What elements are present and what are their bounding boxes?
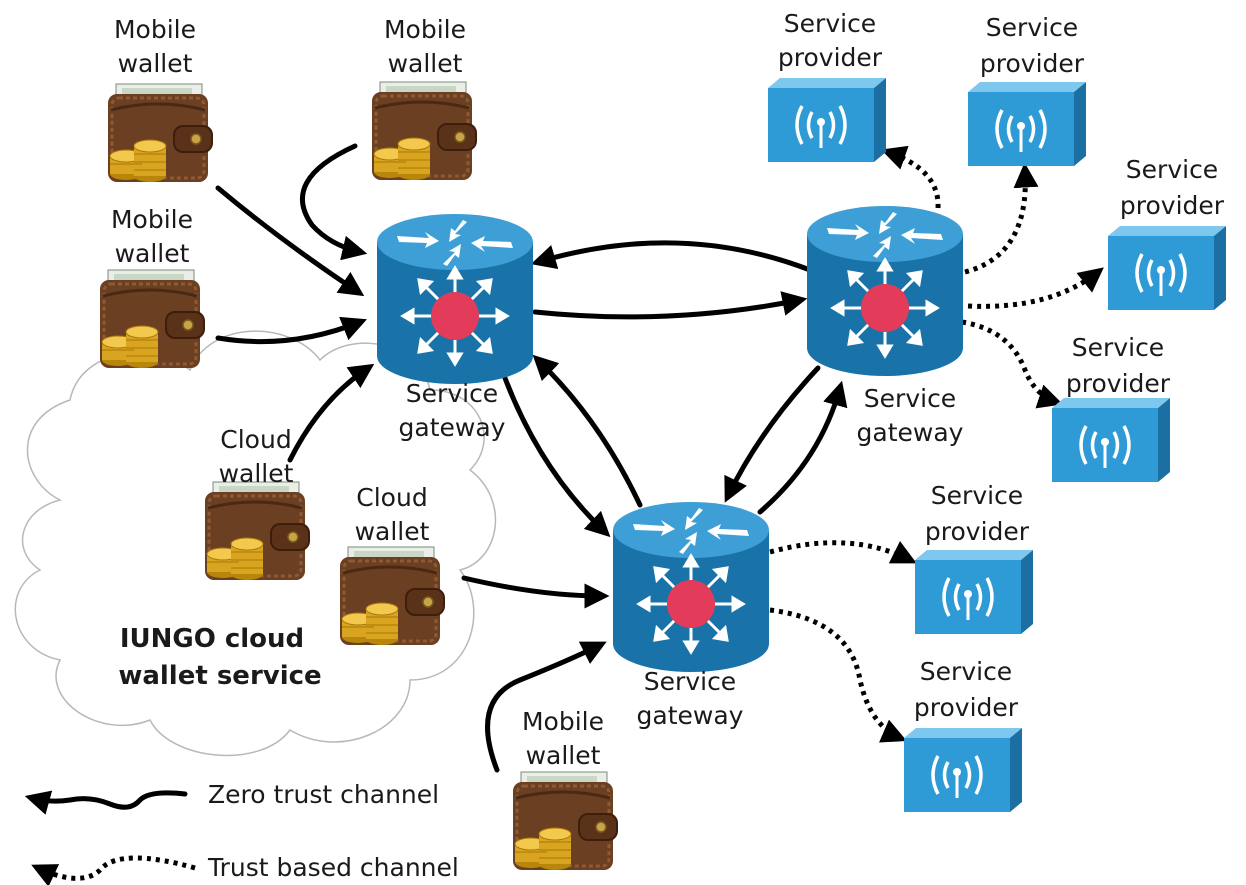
zero-trust-arrow: [287, 363, 375, 463]
service-provider-4: Service provider: [1050, 333, 1172, 484]
mobile-wallet-label-1: Mobile: [522, 707, 604, 736]
wallet-icon: [511, 770, 619, 872]
mobile-wallet-label-1: Mobile: [114, 15, 196, 44]
trust-based-arrow: [880, 145, 941, 209]
mobile-wallet-label-1: Mobile: [384, 15, 466, 44]
zero-trust-arrow: [215, 185, 365, 297]
zero-trust-arrow: [461, 575, 610, 609]
mobile-wallet-1: Mobile wallet: [106, 15, 214, 184]
provider-label-1: Service: [931, 481, 1023, 510]
legend-zero-trust-swatch: [24, 790, 188, 815]
provider-label-2: provider: [980, 49, 1085, 78]
zero-trust-arrow: [485, 641, 607, 773]
service-provider-3: Service provider: [1106, 155, 1228, 312]
cloud-service-label-1: IUNGO cloud: [120, 624, 304, 654]
wireless-access-point-icon: [902, 726, 1024, 814]
zero-trust-connections: [215, 143, 848, 773]
service-gateway-1: Service gateway: [375, 212, 535, 442]
cloud-service-label-2: wallet service: [118, 661, 321, 691]
service-provider-5: Service provider: [913, 481, 1035, 636]
service-provider-1: Service provider: [766, 9, 888, 164]
mobile-wallet-4: Mobile wallet: [511, 707, 619, 872]
service-gateway-2: Service gateway: [805, 204, 965, 447]
router-switch-icon: [611, 500, 771, 674]
zero-trust-arrow: [532, 291, 808, 320]
legend-zero-trust-label: Zero trust channel: [208, 780, 439, 809]
mobile-wallet-2: Mobile wallet: [370, 15, 478, 182]
wireless-access-point-icon: [913, 548, 1035, 636]
service-provider-2: Service provider: [966, 13, 1088, 168]
trust-based-arrow: [769, 540, 917, 564]
wallet-icon: [98, 268, 206, 370]
cloud-wallet-2: Cloud wallet: [338, 483, 446, 647]
mobile-wallet-label-1: Mobile: [111, 205, 193, 234]
gateway-label-2: gateway: [637, 701, 744, 730]
trust-based-arrow: [961, 319, 1064, 409]
zero-trust-arrow: [502, 375, 611, 538]
gateway-label-1: Service: [864, 384, 956, 413]
provider-label-2: provider: [914, 693, 1019, 722]
zero-trust-arrow: [300, 143, 368, 261]
cloud-wallet-label-1: Cloud: [356, 483, 427, 512]
trust-based-arrow: [964, 162, 1039, 275]
gateway-label-2: gateway: [857, 418, 964, 447]
provider-label-2: provider: [925, 517, 1030, 546]
provider-label-1: Service: [1126, 155, 1218, 184]
cloud-wallet-label-2: wallet: [219, 459, 294, 488]
mobile-wallet-label-2: wallet: [118, 49, 193, 78]
zero-trust-arrow: [757, 380, 848, 515]
trust-based-arrow: [769, 607, 907, 743]
provider-label-1: Service: [784, 9, 876, 38]
service-gateway-3: Service gateway: [611, 500, 771, 730]
router-switch-icon: [805, 204, 965, 378]
gateway-label-1: Service: [406, 379, 498, 408]
mobile-wallet-label-2: wallet: [388, 49, 463, 78]
router-switch-icon: [375, 212, 535, 386]
provider-label-2: provider: [1066, 369, 1171, 398]
wallet-icon: [338, 545, 446, 647]
provider-label-1: Service: [1072, 333, 1164, 362]
provider-label-2: provider: [1120, 191, 1225, 220]
wallet-icon: [203, 480, 311, 582]
cloud-wallet-1: Cloud wallet: [203, 425, 311, 582]
zero-trust-arrow: [724, 365, 821, 503]
cloud-wallet-label-2: wallet: [355, 517, 430, 546]
wallet-icon: [370, 80, 478, 182]
trust-based-arrow: [967, 267, 1104, 309]
mobile-wallet-label-2: wallet: [115, 239, 190, 268]
wireless-access-point-icon: [1050, 396, 1172, 484]
legend-trust-based-swatch: [31, 855, 196, 885]
zero-trust-arrow: [530, 240, 813, 273]
mobile-wallet-3: Mobile wallet: [98, 205, 206, 370]
cloud-wallet-label-1: Cloud: [220, 425, 291, 454]
provider-label-2: provider: [778, 43, 883, 72]
provider-label-1: Service: [920, 657, 1012, 686]
wallet-icon: [106, 82, 214, 184]
wireless-access-point-icon: [1106, 224, 1228, 312]
zero-trust-arrow: [215, 316, 367, 345]
legend: Zero trust channel Trust based channel: [24, 780, 459, 885]
trust-based-connections: [769, 145, 1104, 743]
gateway-label-2: gateway: [399, 413, 506, 442]
gateway-label-1: Service: [644, 667, 736, 696]
provider-label-1: Service: [986, 13, 1078, 42]
mobile-wallet-label-2: wallet: [526, 741, 601, 770]
service-provider-6: Service provider: [902, 657, 1024, 814]
zero-trust-arrow: [532, 354, 643, 508]
legend-trust-based-label: Trust based channel: [207, 853, 459, 882]
wireless-access-point-icon: [766, 76, 888, 164]
wireless-access-point-icon: [966, 80, 1088, 168]
